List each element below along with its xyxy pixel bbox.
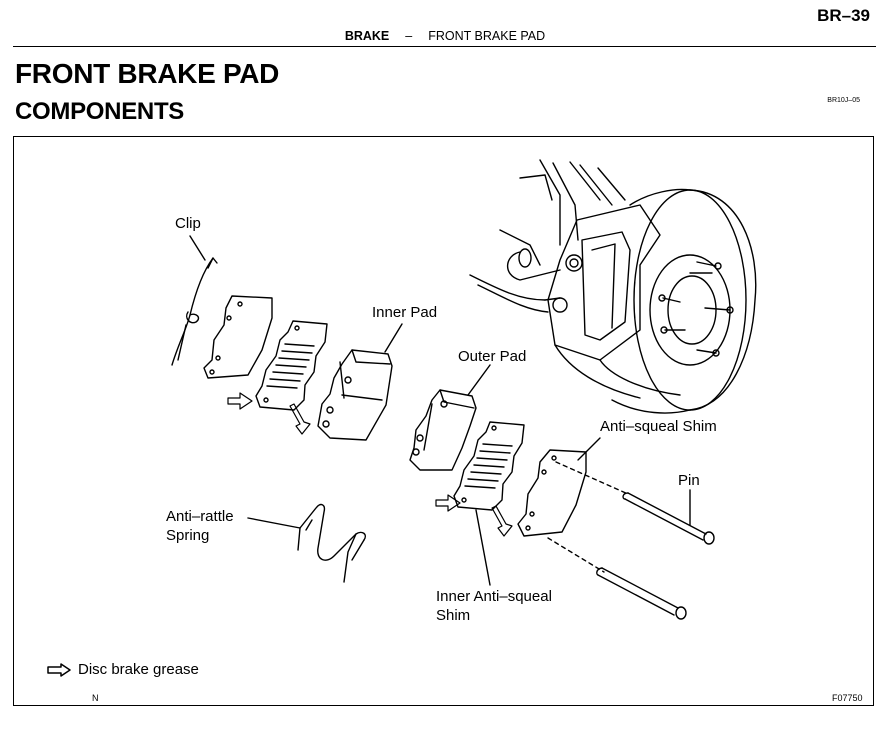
inner-anti-squeal-shim-left-part (255, 320, 328, 411)
anti-squeal-shim-leader-line (577, 437, 601, 461)
anti-squeal-shim-right-part (517, 449, 587, 537)
label-inner-pad: Inner Pad (372, 304, 438, 321)
header-rule (13, 46, 876, 47)
label-clip: Clip (175, 215, 201, 232)
brake-assembly-illustration (469, 159, 757, 414)
hollow-arrow-icon (47, 662, 71, 677)
inner-pad-part (317, 349, 393, 441)
inner-anti-squeal-shim-leader-line (475, 509, 491, 586)
label-anti-rattle-spring: Anti–rattle Spring (166, 508, 234, 544)
clip-leader-line (189, 235, 206, 261)
running-header-separator: – (405, 29, 413, 43)
section-subtitle: COMPONENTS (15, 98, 185, 125)
figure-frame (13, 136, 874, 706)
running-header-topic: FRONT BRAKE PAD (428, 29, 546, 43)
grease-arrow-1-icon (227, 392, 253, 410)
clip-part (171, 257, 218, 366)
label-anti-squeal-shim: Anti–squeal Shim (600, 418, 717, 435)
label-inner-anti-squeal-shim: Inner Anti–squeal Shim (436, 588, 552, 624)
anti-rattle-spring-part (297, 503, 366, 583)
page-number: BR–39 (817, 6, 870, 25)
figure-code: BR10J–05 (827, 97, 860, 104)
pin-lower-part (596, 567, 687, 620)
pin-upper-part (622, 492, 715, 545)
grease-arrow-2-icon (289, 403, 311, 435)
figure-number: F07750 (832, 693, 863, 703)
grease-legend: Disc brake grease (46, 661, 199, 678)
grease-arrow-3-icon (435, 494, 461, 512)
running-header: BRAKE – FRONT BRAKE PAD (0, 29, 890, 43)
page-title: FRONT BRAKE PAD (15, 58, 280, 89)
legend-text: Disc brake grease (78, 661, 199, 678)
anti-rattle-spring-leader-line (247, 517, 301, 529)
anti-squeal-shim-left-part (203, 295, 273, 379)
inner-anti-squeal-shim-right-part (453, 421, 525, 511)
pin-guide-dash-lower (547, 537, 605, 573)
grease-arrow-4-icon (491, 505, 513, 537)
running-header-section: BRAKE (344, 29, 390, 43)
pin-guide-dash-upper (555, 461, 629, 495)
label-outer-pad: Outer Pad (458, 348, 527, 365)
label-pin: Pin (678, 472, 700, 489)
inner-pad-leader-line (384, 323, 403, 353)
outer-pad-part (409, 389, 477, 471)
outer-pad-leader-line (467, 364, 491, 396)
footer-left-mark: N (92, 693, 99, 703)
